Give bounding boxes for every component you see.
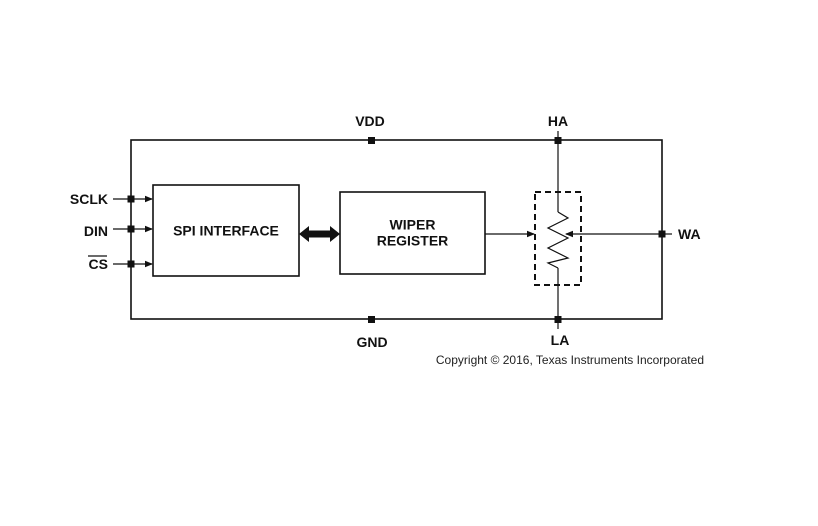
cs-pin: [127, 260, 135, 268]
din-label: DIN: [84, 223, 108, 239]
sclk-pin: [127, 195, 135, 203]
wiper-register-label-line1: WIPER: [390, 217, 436, 233]
wa-pin: [658, 230, 666, 238]
resistor-symbol: [546, 211, 570, 269]
vdd-pin: [368, 137, 375, 144]
bidirectional-bus-arrow: [299, 226, 340, 242]
wa-label: WA: [678, 226, 701, 242]
gnd-pin: [368, 316, 375, 323]
wiper-register-label-line2: REGISTER: [377, 233, 449, 249]
vdd-label: VDD: [355, 113, 385, 129]
din-pin: [127, 225, 135, 233]
gnd-label: GND: [356, 334, 387, 350]
la-label: LA: [551, 332, 570, 348]
spi-interface-label: SPI INTERFACE: [173, 223, 279, 239]
spi-interface-block: [152, 184, 300, 277]
cs-label: CS: [89, 256, 108, 272]
wiper-register-block: [339, 191, 486, 275]
la-pin: [554, 316, 562, 323]
copyright-text: Copyright © 2016, Texas Instruments Inco…: [436, 353, 704, 367]
sclk-label: SCLK: [70, 191, 108, 207]
ha-pin: [554, 137, 562, 144]
ha-label: HA: [548, 113, 568, 129]
